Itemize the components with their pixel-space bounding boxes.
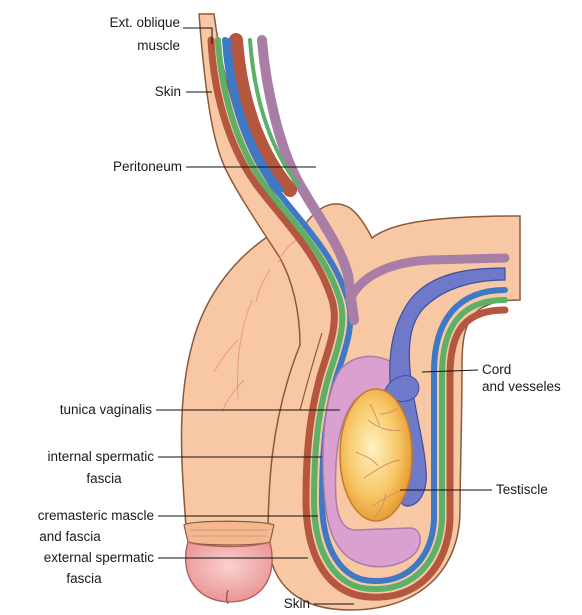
foreskin-ring [184,521,274,545]
label-external-1: external spermatic [44,550,155,565]
glans-head [186,542,272,602]
label-skin-top: Skin [155,84,181,99]
label-ext-oblique-1: Ext. oblique [109,15,180,30]
label-internal-1: internal spermatic [47,449,154,464]
glans [184,521,274,604]
label-peritoneum: Peritoneum [113,159,182,174]
label-external-2: fascia [66,571,102,586]
label-cremasteric-2: and fascia [39,529,101,544]
label-internal-2: fascia [86,471,122,486]
label-cord-1: Cord [482,362,511,377]
testis-body [340,389,412,521]
testis [340,389,412,521]
label-cord-2: and vesseles [482,379,561,394]
label-testiscle: Testiscle [496,482,548,497]
label-skin-bottom: Skin [284,596,310,611]
label-cremasteric-1: cremasteric mascle [38,508,154,523]
label-ext-oblique-2: muscle [137,38,180,53]
label-tunica-vaginalis: tunica vaginalis [60,402,153,417]
